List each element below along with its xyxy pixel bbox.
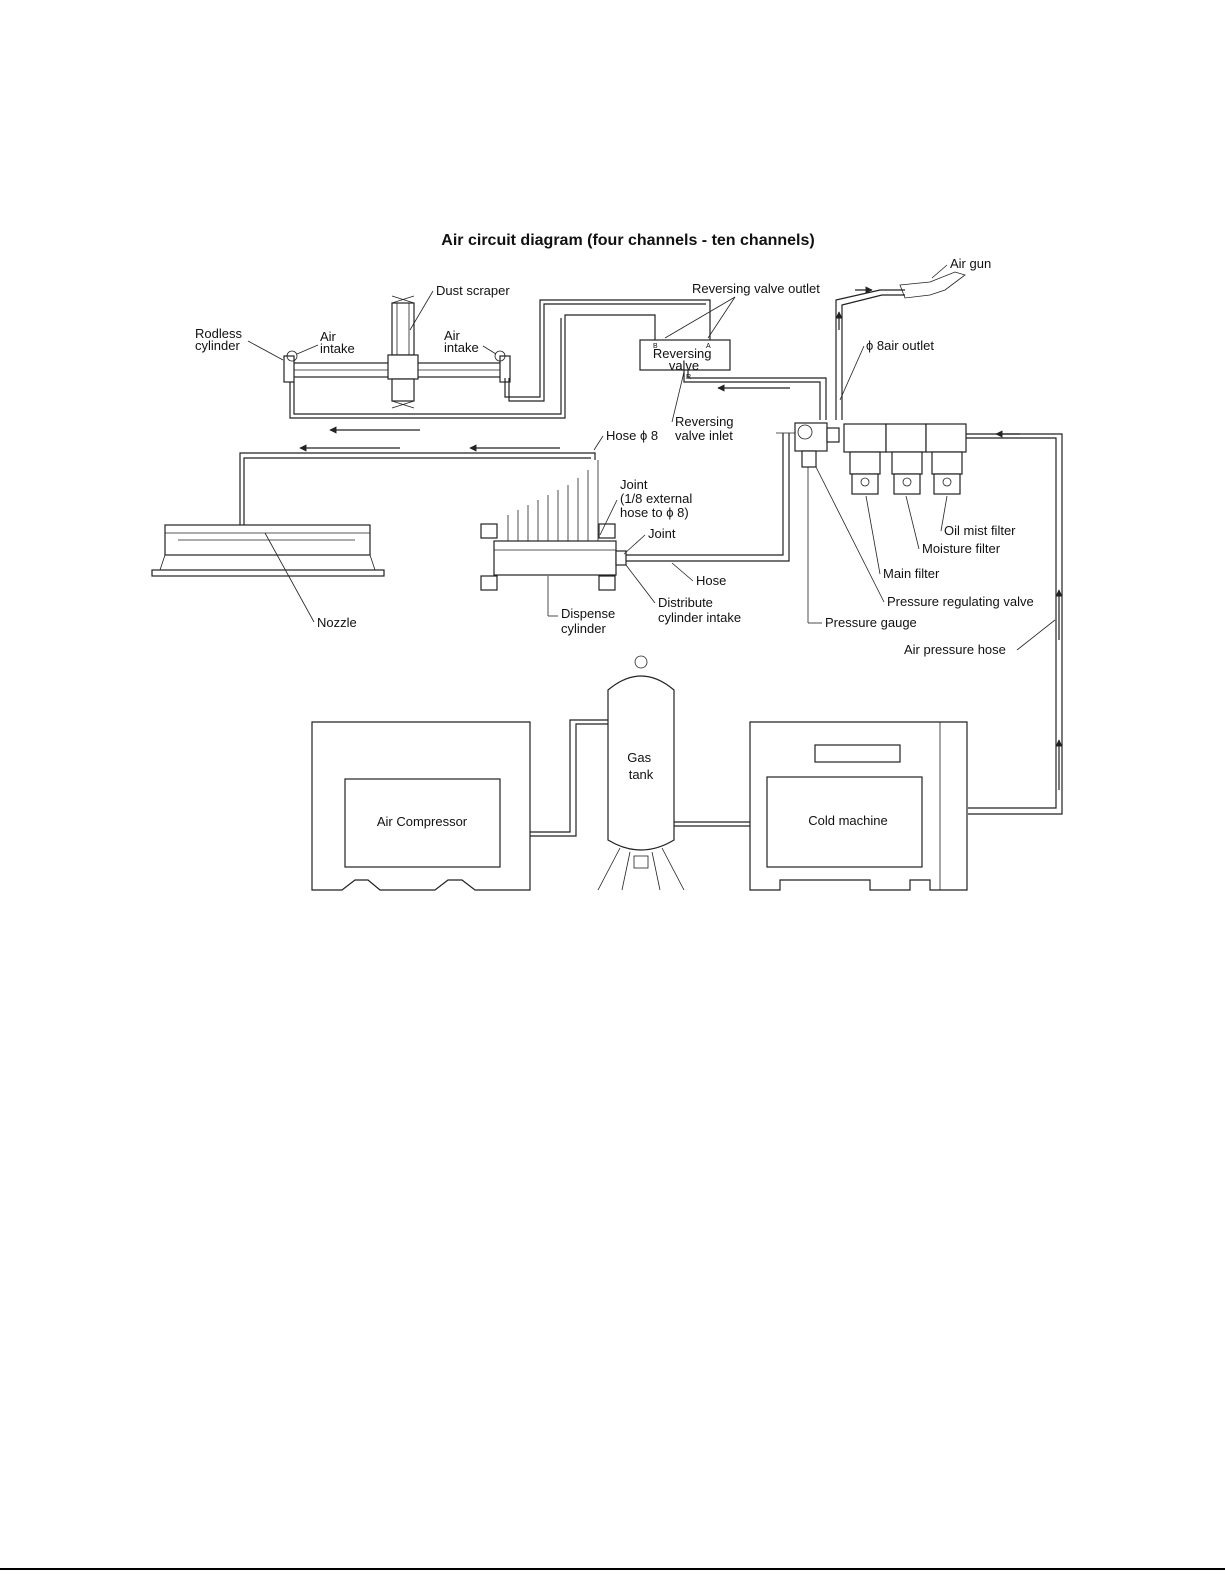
nozzle-label: Nozzle (317, 615, 357, 630)
oil-mist-filter (925, 423, 967, 495)
gas-tank (597, 655, 685, 891)
reversing-valve-outlet-label: Reversing valve outlet (692, 281, 820, 296)
distribute-cylinder-intake-label: Distribute cylinder intake (658, 595, 741, 625)
air-compressor-label: Air Compressor (377, 814, 468, 829)
port-b-label: B (653, 343, 658, 350)
cold-machine (749, 721, 968, 891)
moisture-filter-label: Moisture filter (922, 541, 1001, 556)
air-intake-right-label: Air intake (444, 328, 479, 355)
rodless-cylinder-label: Rodless cylinder (195, 326, 246, 353)
phi8-air-outlet-label: ϕ 8air outlet (866, 338, 934, 353)
reversing-valve-label: Reversing valve (653, 346, 715, 373)
air-intake-left-label: Air intake (320, 329, 355, 356)
dispense-cylinder (480, 523, 627, 591)
main-filter-label: Main filter (883, 566, 940, 581)
port-a-label: A (706, 343, 711, 350)
moisture-filter (885, 423, 927, 495)
joint-upper-label: Joint (1/8 external hose to ϕ 8) (620, 477, 696, 520)
air-gun-label: Air gun (950, 256, 991, 271)
hose-phi8-label: Hose ϕ 8 (606, 428, 658, 443)
air-compressor (311, 721, 531, 891)
main-filter (843, 423, 887, 495)
cold-machine-label: Cold machine (808, 813, 888, 828)
hose-label: Hose (696, 573, 726, 588)
dust-scraper (387, 295, 419, 409)
reversing-valve (639, 339, 731, 371)
gas-tank-label: Gas tank (627, 750, 654, 782)
pressure-regulating-valve (794, 422, 840, 468)
nozzle (151, 524, 385, 577)
dust-scraper-label: Dust scraper (436, 283, 510, 298)
diagram-title: Air circuit diagram (four channels - ten… (441, 232, 814, 249)
dispense-outlet-tubes (507, 460, 599, 541)
dispense-cylinder-label: Dispense cylinder (561, 606, 619, 636)
reversing-valve-inlet-label: Reversing valve inlet (675, 414, 737, 443)
air-gun (899, 271, 966, 299)
air-pressure-hose-label: Air pressure hose (904, 642, 1006, 657)
pressure-regulating-valve-label: Pressure regulating valve (887, 594, 1034, 609)
oil-mist-filter-label: Oil mist filter (944, 523, 1016, 538)
joint-lower-label: Joint (648, 526, 676, 541)
pressure-gauge-label: Pressure gauge (825, 615, 917, 630)
page-bottom-rule (0, 1568, 1225, 1570)
